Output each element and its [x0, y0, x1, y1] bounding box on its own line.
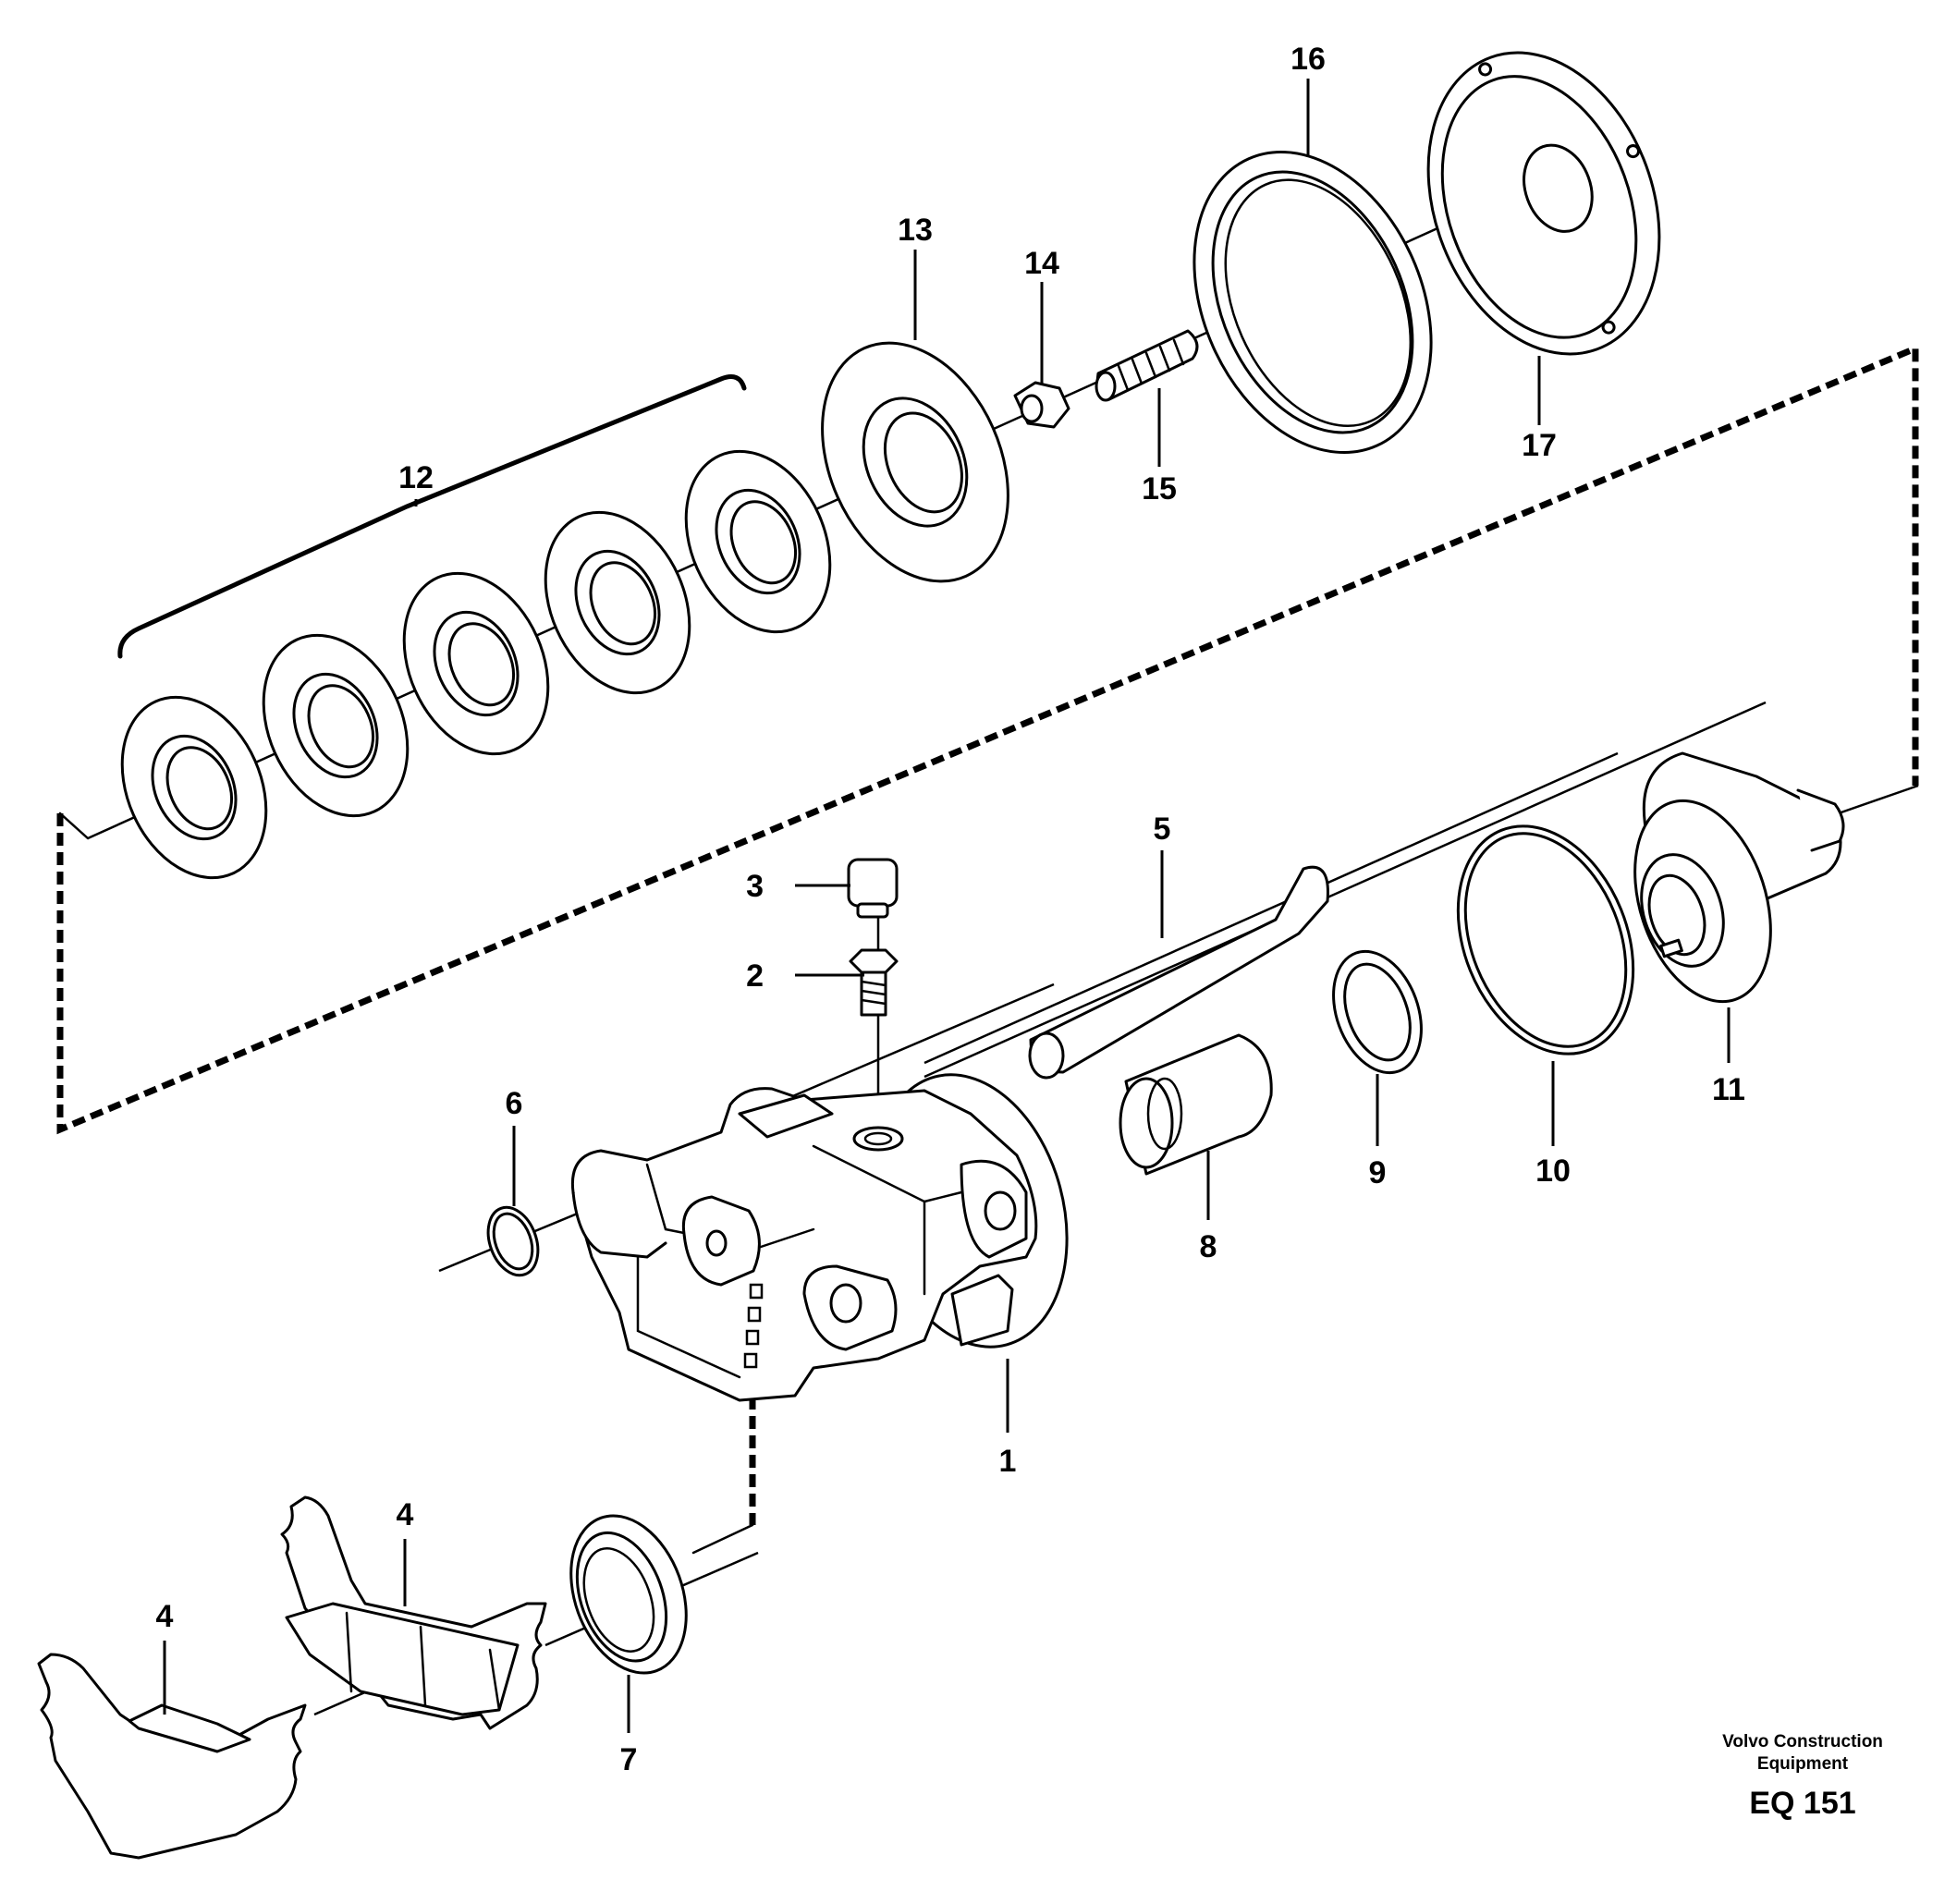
guide-pin [1028, 865, 1329, 1080]
callout-10: 10 [1535, 1153, 1571, 1189]
callout-13: 13 [898, 213, 933, 248]
assembly-axes [87, 170, 1919, 1716]
callout-leaders [163, 79, 1731, 1733]
callout-2: 2 [746, 958, 764, 994]
callout-5: 5 [1154, 812, 1171, 847]
brand-line-1: Volvo Construction [1722, 1732, 1883, 1751]
callout-labels: 1 2 3 4 4 5 6 7 8 9 10 11 12 13 14 15 16… [156, 42, 1745, 1777]
callout-9: 9 [1369, 1155, 1387, 1190]
piston-housing [1633, 751, 1845, 1004]
callout-4-rear-pad: 4 [156, 1599, 174, 1634]
callout-8: 8 [1200, 1229, 1217, 1264]
assembly-dashed-connectors [56, 343, 1919, 1555]
callout-7: 7 [620, 1742, 638, 1777]
callout-11: 11 [1712, 1072, 1745, 1107]
lock-nut [1013, 381, 1070, 429]
o-ring [1456, 824, 1635, 1056]
figure-footer: Volvo Construction Equipment EQ 151 [1722, 1732, 1883, 1821]
callout-1: 1 [999, 1444, 1017, 1479]
callout-14: 14 [1024, 246, 1059, 281]
bleeder-screw [849, 948, 899, 1017]
callout-17: 17 [1522, 428, 1557, 463]
seal-ring [1193, 150, 1433, 455]
spring-washer-stack [117, 374, 832, 880]
callout-3: 3 [746, 869, 764, 904]
thick-washer [821, 341, 1009, 583]
adjusting-screw [1095, 329, 1199, 402]
dust-boot [569, 1514, 688, 1675]
callout-6: 6 [506, 1086, 523, 1121]
brand-line-2: Equipment [1757, 1754, 1849, 1774]
bleeder-cap [847, 858, 899, 919]
brake-pad-rear [37, 1653, 307, 1860]
brake-pad-front [280, 1495, 547, 1730]
callout-4-front-pad: 4 [397, 1497, 414, 1532]
retaining-ring [486, 1205, 540, 1277]
figure-code: EQ 151 [1749, 1786, 1855, 1821]
callout-15: 15 [1142, 471, 1177, 507]
end-cover [1426, 51, 1661, 356]
callout-16: 16 [1290, 42, 1326, 77]
caliper-body [570, 1073, 1069, 1402]
piston-seal [1332, 949, 1423, 1075]
callout-12: 12 [398, 460, 434, 495]
caliper-piston [1119, 1033, 1273, 1176]
